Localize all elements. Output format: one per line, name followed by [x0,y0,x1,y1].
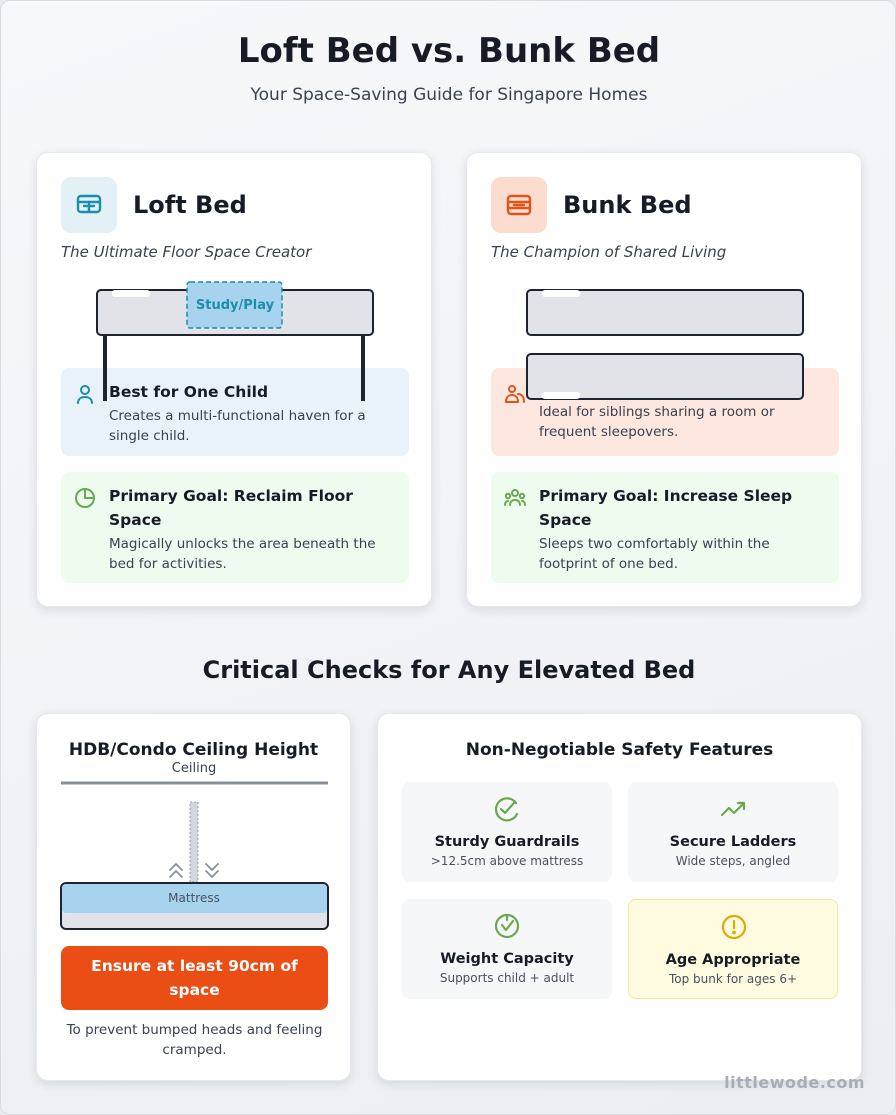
ceiling-space-callout: Ensure at least 90cm of space [61,946,328,1010]
feature-age-title: Age Appropriate [665,952,801,968]
bunk-info-sleep-space: Primary Goal: Increase Sleep Space Sleep… [491,472,839,583]
bunk-card-title: Bunk Bed [563,191,692,219]
bunk-info-two-text: Sleeps two comfortably within the footpr… [539,536,770,572]
bunk-top-mattress [526,289,804,336]
bunk-bed-diagram [526,289,804,400]
checks-section-title: Critical Checks for Any Elevated Bed [202,656,696,684]
ceiling-note: To prevent bumped heads and feeling cram… [66,1022,323,1058]
bunk-bed-icon [491,177,547,233]
ceiling-label: Ceiling [172,761,216,776]
loft-card-title: Loft Bed [133,191,247,219]
feature-guardrails-title: Sturdy Guardrails [434,834,580,850]
safety-card-title: Non-Negotiable Safety Features [465,740,774,760]
bunk-bottom-mattress [526,353,804,400]
loft-info-two-title: Primary Goal: Reclaim Floor Space [109,487,353,529]
bunk-card-header: Bunk Bed [491,177,692,233]
guardrail-icon [494,797,519,822]
feature-weight: Weight Capacity Supports child + adult [402,899,612,999]
person-icon [77,385,93,404]
bunk-info-two-title: Primary Goal: Increase Sleep Space [539,487,793,529]
feature-guardrails: Sturdy Guardrails >12.5cm above mattress [402,782,612,882]
arrow-up-icon [169,863,183,878]
alert-icon [721,914,747,940]
loft-info-one-child: Best for One Child Creates a multi-funct… [61,368,409,456]
pie-chart-icon [75,488,95,508]
feature-guardrails-text: >12.5cm above mattress [430,854,584,868]
loft-bed-card: Loft Bed The Ultimate Floor Space Creato… [36,152,432,607]
bunk-top-pillow [542,290,580,297]
loft-pillow [112,290,150,297]
study-play-label: Study/Play [196,298,275,313]
group-icon [504,489,526,506]
feature-age-text: Top bunk for ages 6+ [668,972,798,986]
feature-age: Age Appropriate Top bunk for ages 6+ [628,899,838,999]
loft-bed-diagram: Study/Play [96,281,374,401]
page-subtitle: Your Space-Saving Guide for Singapore Ho… [250,85,648,105]
loft-tagline: The Ultimate Floor Space Creator [61,243,312,261]
ceiling-card-title: HDB/Condo Ceiling Height [68,740,319,760]
bunk-bottom-pillow [542,392,580,399]
loft-info-two-text: Magically unlocks the area beneath the b… [109,536,376,572]
page-title: Loft Bed vs. Bunk Bed [237,31,661,71]
feature-weight-title: Weight Capacity [440,951,574,967]
bunk-bed-card: Bunk Bed The Champion of Shared Living I… [466,152,862,607]
mattress-label: Mattress [168,891,220,905]
loft-info-one-title: Best for One Child [109,383,269,401]
feature-ladders-text: Wide steps, angled [675,854,791,868]
arrow-down-icon [205,863,219,878]
clearance-gauge [189,801,199,883]
feature-ladders: Secure Ladders Wide steps, angled [628,782,838,882]
mattress-top [62,884,327,913]
study-play-zone [186,281,283,329]
feature-weight-text: Supports child + adult [439,971,575,985]
siblings-icon [505,385,525,403]
safety-features-card: Non-Negotiable Safety Features Sturdy Gu… [377,713,862,1081]
bunk-info-one-text: Ideal for siblings sharing a room or fre… [539,404,775,440]
ceiling-height-card: HDB/Condo Ceiling Height Ceiling Mattres… [36,713,351,1081]
loft-card-header: Loft Bed [61,177,247,233]
weight-check-icon [494,913,520,939]
loft-info-one-text: Creates a multi-functional haven for a s… [109,408,366,444]
footer-brand[interactable]: littlewode.com [724,1073,865,1092]
bunk-tagline: The Champion of Shared Living [491,243,727,261]
loft-info-floor-space: Primary Goal: Reclaim Floor Space Magica… [61,472,409,583]
feature-ladders-title: Secure Ladders [669,834,797,850]
ceiling-diagram: Ceiling Mattress [60,761,329,930]
ladder-icon [720,801,746,817]
loft-bed-icon [61,177,117,233]
